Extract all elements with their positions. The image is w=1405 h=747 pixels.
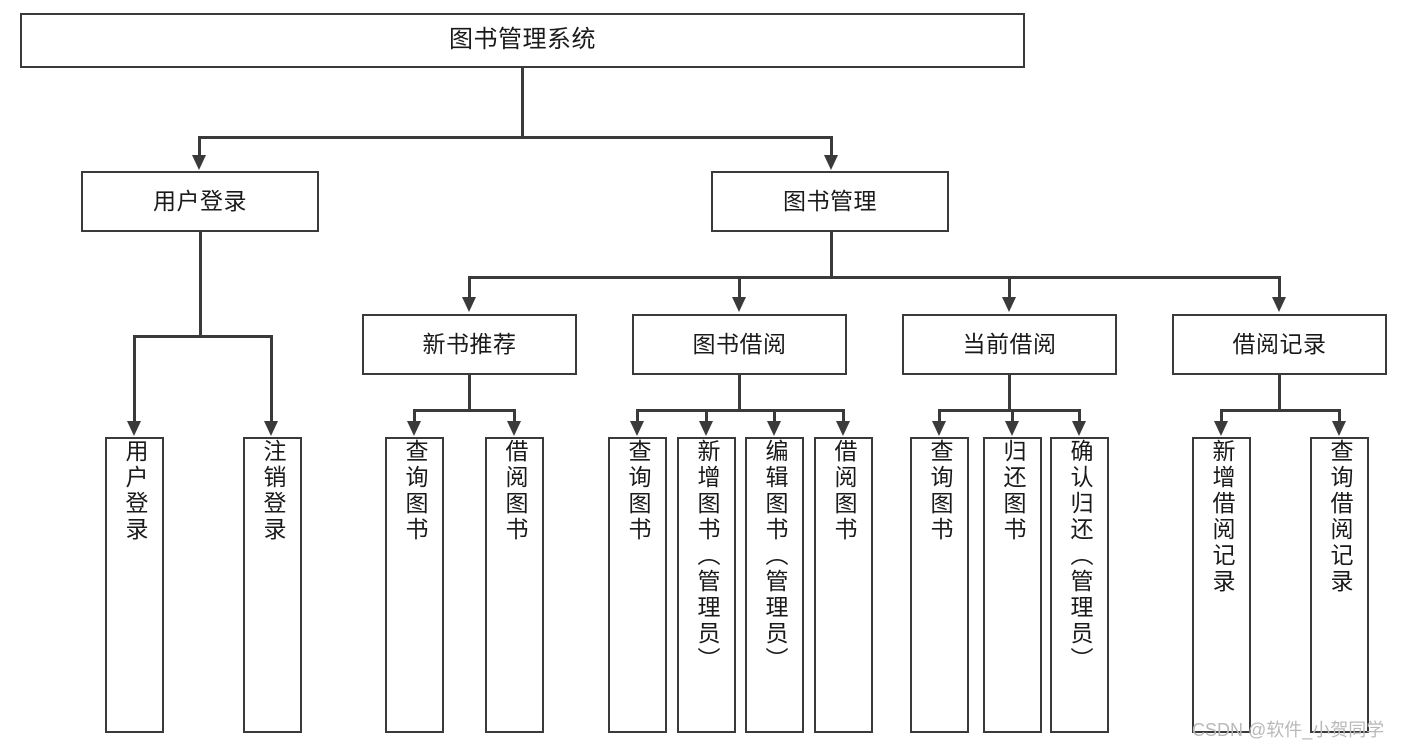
- connector-nbr-drop-2: [513, 409, 516, 422]
- connector-bb-drop-1: [636, 409, 639, 422]
- node-label: 注销登录: [260, 439, 286, 543]
- connector-new-book-rec-bus: [413, 409, 515, 412]
- node-label: 用户登录: [122, 439, 148, 543]
- connector-bb-drop-4: [842, 409, 845, 422]
- connector-to-book-mgmt: [830, 136, 833, 156]
- connector-book-mgmt-drop-3: [1008, 276, 1011, 298]
- leaf-query-borrow-record[interactable]: 查询借阅记录: [1310, 437, 1369, 733]
- arrow-leaf-borrow-book-2: [836, 421, 850, 436]
- connector-cb-drop-2: [1011, 409, 1014, 422]
- arrow-leaf-logout: [264, 421, 278, 436]
- node-label: 当前借阅: [962, 330, 1057, 357]
- connector-book-mgmt-bus: [468, 276, 1280, 279]
- arrow-leaf-add-book: [699, 421, 713, 436]
- leaf-borrow-book-nbr[interactable]: 借阅图书: [485, 437, 544, 733]
- leaf-user-login[interactable]: 用户登录: [105, 437, 164, 733]
- connector-borrow-records-bus: [1220, 409, 1340, 412]
- connector-book-borrow-bus: [636, 409, 844, 412]
- arrow-leaf-borrow-book-1: [507, 421, 521, 436]
- connector-book-mgmt-stem: [830, 232, 833, 276]
- connector-root-stem: [521, 68, 524, 136]
- connector-user-login-stem: [199, 232, 202, 335]
- connector-nbr-drop-1: [413, 409, 416, 422]
- arrow-to-book-borrow: [732, 297, 746, 312]
- arrow-leaf-query-book-2: [630, 421, 644, 436]
- node-book-borrow[interactable]: 图书借阅: [632, 314, 847, 375]
- connector-root-bus: [198, 136, 832, 139]
- arrow-leaf-user-login: [127, 421, 141, 436]
- connector-user-login-bus: [133, 335, 272, 338]
- node-book-management[interactable]: 图书管理: [711, 171, 949, 232]
- node-label: 用户登录: [153, 187, 247, 214]
- connector-user-login-drop-1: [133, 335, 136, 422]
- node-label: 确认归还（管理员）: [1067, 439, 1093, 673]
- connector-to-user-login: [198, 136, 201, 156]
- arrow-leaf-query-book-1: [407, 421, 421, 436]
- node-label: 借阅图书: [831, 439, 857, 543]
- watermark: CSDN @软件_小贺同学: [1192, 720, 1385, 740]
- connector-new-book-rec-stem: [468, 375, 471, 409]
- arrow-to-book-mgmt: [824, 155, 838, 170]
- leaf-query-book-bb[interactable]: 查询图书: [608, 437, 667, 733]
- node-label: 查询图书: [402, 439, 428, 543]
- leaf-add-book-admin[interactable]: 新增图书（管理员）: [677, 437, 736, 733]
- connector-user-login-drop-2: [270, 335, 273, 422]
- arrow-leaf-query-book-3: [932, 421, 946, 436]
- node-current-borrow[interactable]: 当前借阅: [902, 314, 1117, 375]
- leaf-query-book-nbr[interactable]: 查询图书: [385, 437, 444, 733]
- node-label: 新书推荐: [422, 330, 517, 357]
- connector-bb-drop-3: [773, 409, 776, 422]
- arrow-to-borrow-records: [1272, 297, 1286, 312]
- connector-current-borrow-bus: [938, 409, 1080, 412]
- connector-book-mgmt-drop-1: [468, 276, 471, 298]
- node-label: 查询借阅记录: [1327, 439, 1353, 595]
- leaf-query-book-cb[interactable]: 查询图书: [910, 437, 969, 733]
- connector-current-borrow-stem: [1008, 375, 1011, 409]
- connector-book-mgmt-drop-4: [1278, 276, 1281, 298]
- leaf-edit-book-admin[interactable]: 编辑图书（管理员）: [745, 437, 804, 733]
- connector-bb-drop-2: [705, 409, 708, 422]
- node-label: 借阅图书: [502, 439, 528, 543]
- connector-borrow-records-stem: [1278, 375, 1281, 409]
- leaf-return-book[interactable]: 归还图书: [983, 437, 1042, 733]
- node-label: 图书管理系统: [449, 26, 596, 54]
- leaf-add-borrow-record[interactable]: 新增借阅记录: [1192, 437, 1251, 733]
- connector-br-drop-1: [1220, 409, 1223, 422]
- arrow-leaf-confirm-return: [1072, 421, 1086, 436]
- node-label: 编辑图书（管理员）: [762, 439, 788, 673]
- node-label: 图书管理: [783, 187, 877, 214]
- connector-book-mgmt-drop-2: [738, 276, 741, 298]
- node-label: 查询图书: [927, 439, 953, 543]
- connector-br-drop-2: [1338, 409, 1341, 422]
- connector-cb-drop-3: [1078, 409, 1081, 422]
- leaf-borrow-book-bb[interactable]: 借阅图书: [814, 437, 873, 733]
- node-root-system[interactable]: 图书管理系统: [20, 13, 1025, 68]
- arrow-leaf-query-record: [1332, 421, 1346, 436]
- connector-book-borrow-stem: [738, 375, 741, 409]
- arrow-to-new-book-rec: [462, 297, 476, 312]
- node-label: 新增图书（管理员）: [694, 439, 720, 673]
- leaf-logout[interactable]: 注销登录: [243, 437, 302, 733]
- node-label: 新增借阅记录: [1209, 439, 1235, 595]
- node-label: 图书借阅: [692, 330, 787, 357]
- node-label: 归还图书: [1000, 439, 1026, 543]
- arrow-leaf-edit-book: [767, 421, 781, 436]
- node-label: 查询图书: [625, 439, 651, 543]
- arrow-to-user-login: [192, 155, 206, 170]
- arrow-to-current-borrow: [1002, 297, 1016, 312]
- arrow-leaf-return-book: [1005, 421, 1019, 436]
- leaf-confirm-return-admin[interactable]: 确认归还（管理员）: [1050, 437, 1109, 733]
- connector-cb-drop-1: [938, 409, 941, 422]
- node-user-login[interactable]: 用户登录: [81, 171, 319, 232]
- node-label: 借阅记录: [1232, 330, 1327, 357]
- node-new-book-recommend[interactable]: 新书推荐: [362, 314, 577, 375]
- node-borrow-records[interactable]: 借阅记录: [1172, 314, 1387, 375]
- arrow-leaf-add-record: [1214, 421, 1228, 436]
